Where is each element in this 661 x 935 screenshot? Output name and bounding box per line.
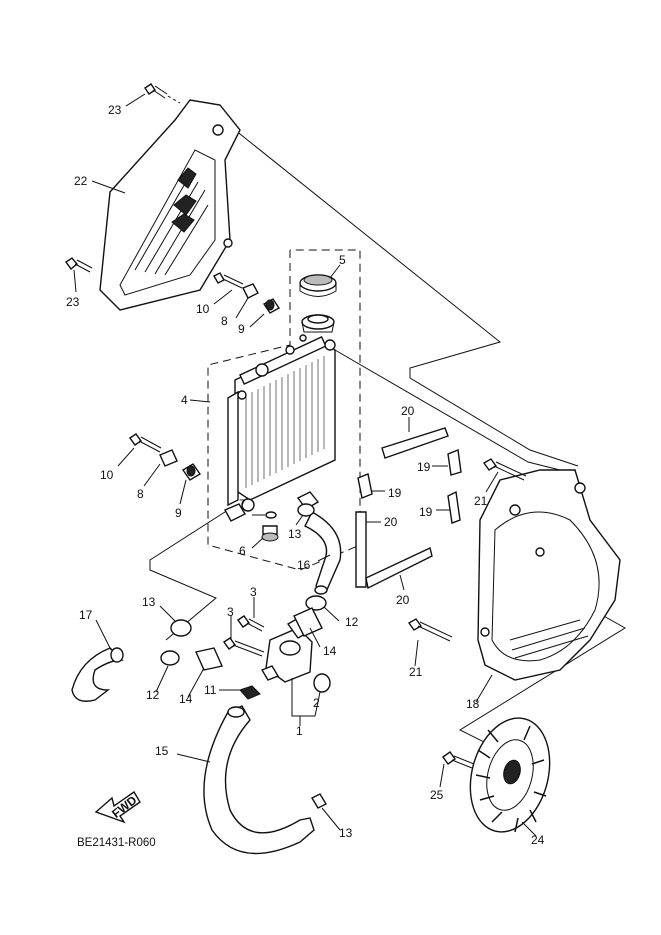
fwd-arrow: FWD <box>94 790 141 824</box>
hose-14-left <box>195 647 223 671</box>
callout-21-upper: 21 <box>474 494 488 508</box>
collar-8-upper <box>242 283 259 299</box>
callout-9-upper: 9 <box>238 322 245 336</box>
callout-2: 2 <box>313 696 320 710</box>
collar-8-lower <box>159 449 178 467</box>
callout-12-right: 12 <box>345 615 359 629</box>
callout-leaders <box>73 93 537 837</box>
bolt-21-lower <box>407 618 453 642</box>
bolt-23-left <box>65 257 93 273</box>
callout-10-lower: 10 <box>100 468 114 482</box>
callout-23-top: 23 <box>108 103 122 117</box>
damper-19-b <box>357 473 373 499</box>
callout-13-upper: 13 <box>288 527 302 541</box>
cooling-fan <box>469 717 551 833</box>
bolt-3-lower <box>223 637 265 657</box>
callout-20-upper: 20 <box>401 404 415 418</box>
callout-11: 11 <box>204 683 217 697</box>
hose-clamp-12-left <box>160 650 180 666</box>
callout-15: 15 <box>155 744 169 758</box>
clamp-11 <box>239 685 261 700</box>
callout-17: 17 <box>79 608 93 622</box>
callout-4: 4 <box>181 393 188 407</box>
hose-14-right <box>293 607 323 637</box>
damper-19-c <box>447 490 461 524</box>
bolt-21-upper <box>482 458 527 481</box>
grommet-9-lower <box>181 463 202 481</box>
callout-19-b: 19 <box>388 486 402 500</box>
callout-22: 22 <box>74 174 88 188</box>
callout-13-lower: 13 <box>339 826 353 840</box>
bolt-10-lower <box>129 433 162 453</box>
callout-19-c: 19 <box>419 505 433 519</box>
callout-13-left: 13 <box>142 595 156 609</box>
callout-10-upper: 10 <box>196 302 210 316</box>
callout-6: 6 <box>239 544 246 558</box>
callout-14-left: 14 <box>179 692 193 706</box>
radiator <box>224 334 336 522</box>
callout-25: 25 <box>430 788 444 802</box>
rubber-strip-20-a <box>381 427 449 459</box>
callout-18: 18 <box>466 697 480 711</box>
hose-15 <box>203 705 315 855</box>
radiator-cap <box>299 274 337 333</box>
callout-5: 5 <box>339 253 346 267</box>
callout-3-lower: 3 <box>227 605 234 619</box>
damper-19-a <box>447 449 462 476</box>
diagram-code: BE21431-R060 <box>77 837 156 849</box>
grommet-9-upper <box>262 298 281 314</box>
fan-shroud <box>477 469 621 681</box>
radiator-assembly-box <box>207 249 361 571</box>
hose-clamp-13-lower <box>311 793 327 809</box>
hose-clamp-13-left <box>170 619 192 637</box>
callout-8-lower: 8 <box>137 487 144 501</box>
hose-17 <box>71 647 124 702</box>
drain-bolt <box>261 511 279 542</box>
callout-8-upper: 8 <box>221 314 228 328</box>
callout-7: 7 <box>239 497 246 511</box>
callout-16: 16 <box>297 558 311 572</box>
radiator-cover <box>99 99 241 311</box>
hose-clamp-12-right <box>305 595 327 611</box>
callout-12-left: 12 <box>146 688 160 702</box>
callout-1: 1 <box>296 724 303 738</box>
callout-20-lower: 20 <box>396 593 410 607</box>
bolt-10-upper <box>213 272 244 289</box>
callout-14-right: 14 <box>323 644 337 658</box>
bolt-23-top <box>144 83 181 104</box>
hose-clamp-13-upper <box>297 503 315 517</box>
bolt-25 <box>442 751 475 769</box>
bolt-3-upper <box>237 615 265 632</box>
rubber-strip-20-b <box>355 511 433 590</box>
callout-19-a: 19 <box>417 460 431 474</box>
callout-23-left: 23 <box>66 295 80 309</box>
callout-9-lower: 9 <box>175 506 182 520</box>
callout-20-middle: 20 <box>384 515 398 529</box>
callout-21-lower: 21 <box>409 665 423 679</box>
callout-3-upper: 3 <box>250 585 257 599</box>
callout-24: 24 <box>531 833 545 847</box>
callout-numbers: 23 22 23 5 10 8 9 4 20 10 8 9 19 19 19 2… <box>66 103 545 847</box>
